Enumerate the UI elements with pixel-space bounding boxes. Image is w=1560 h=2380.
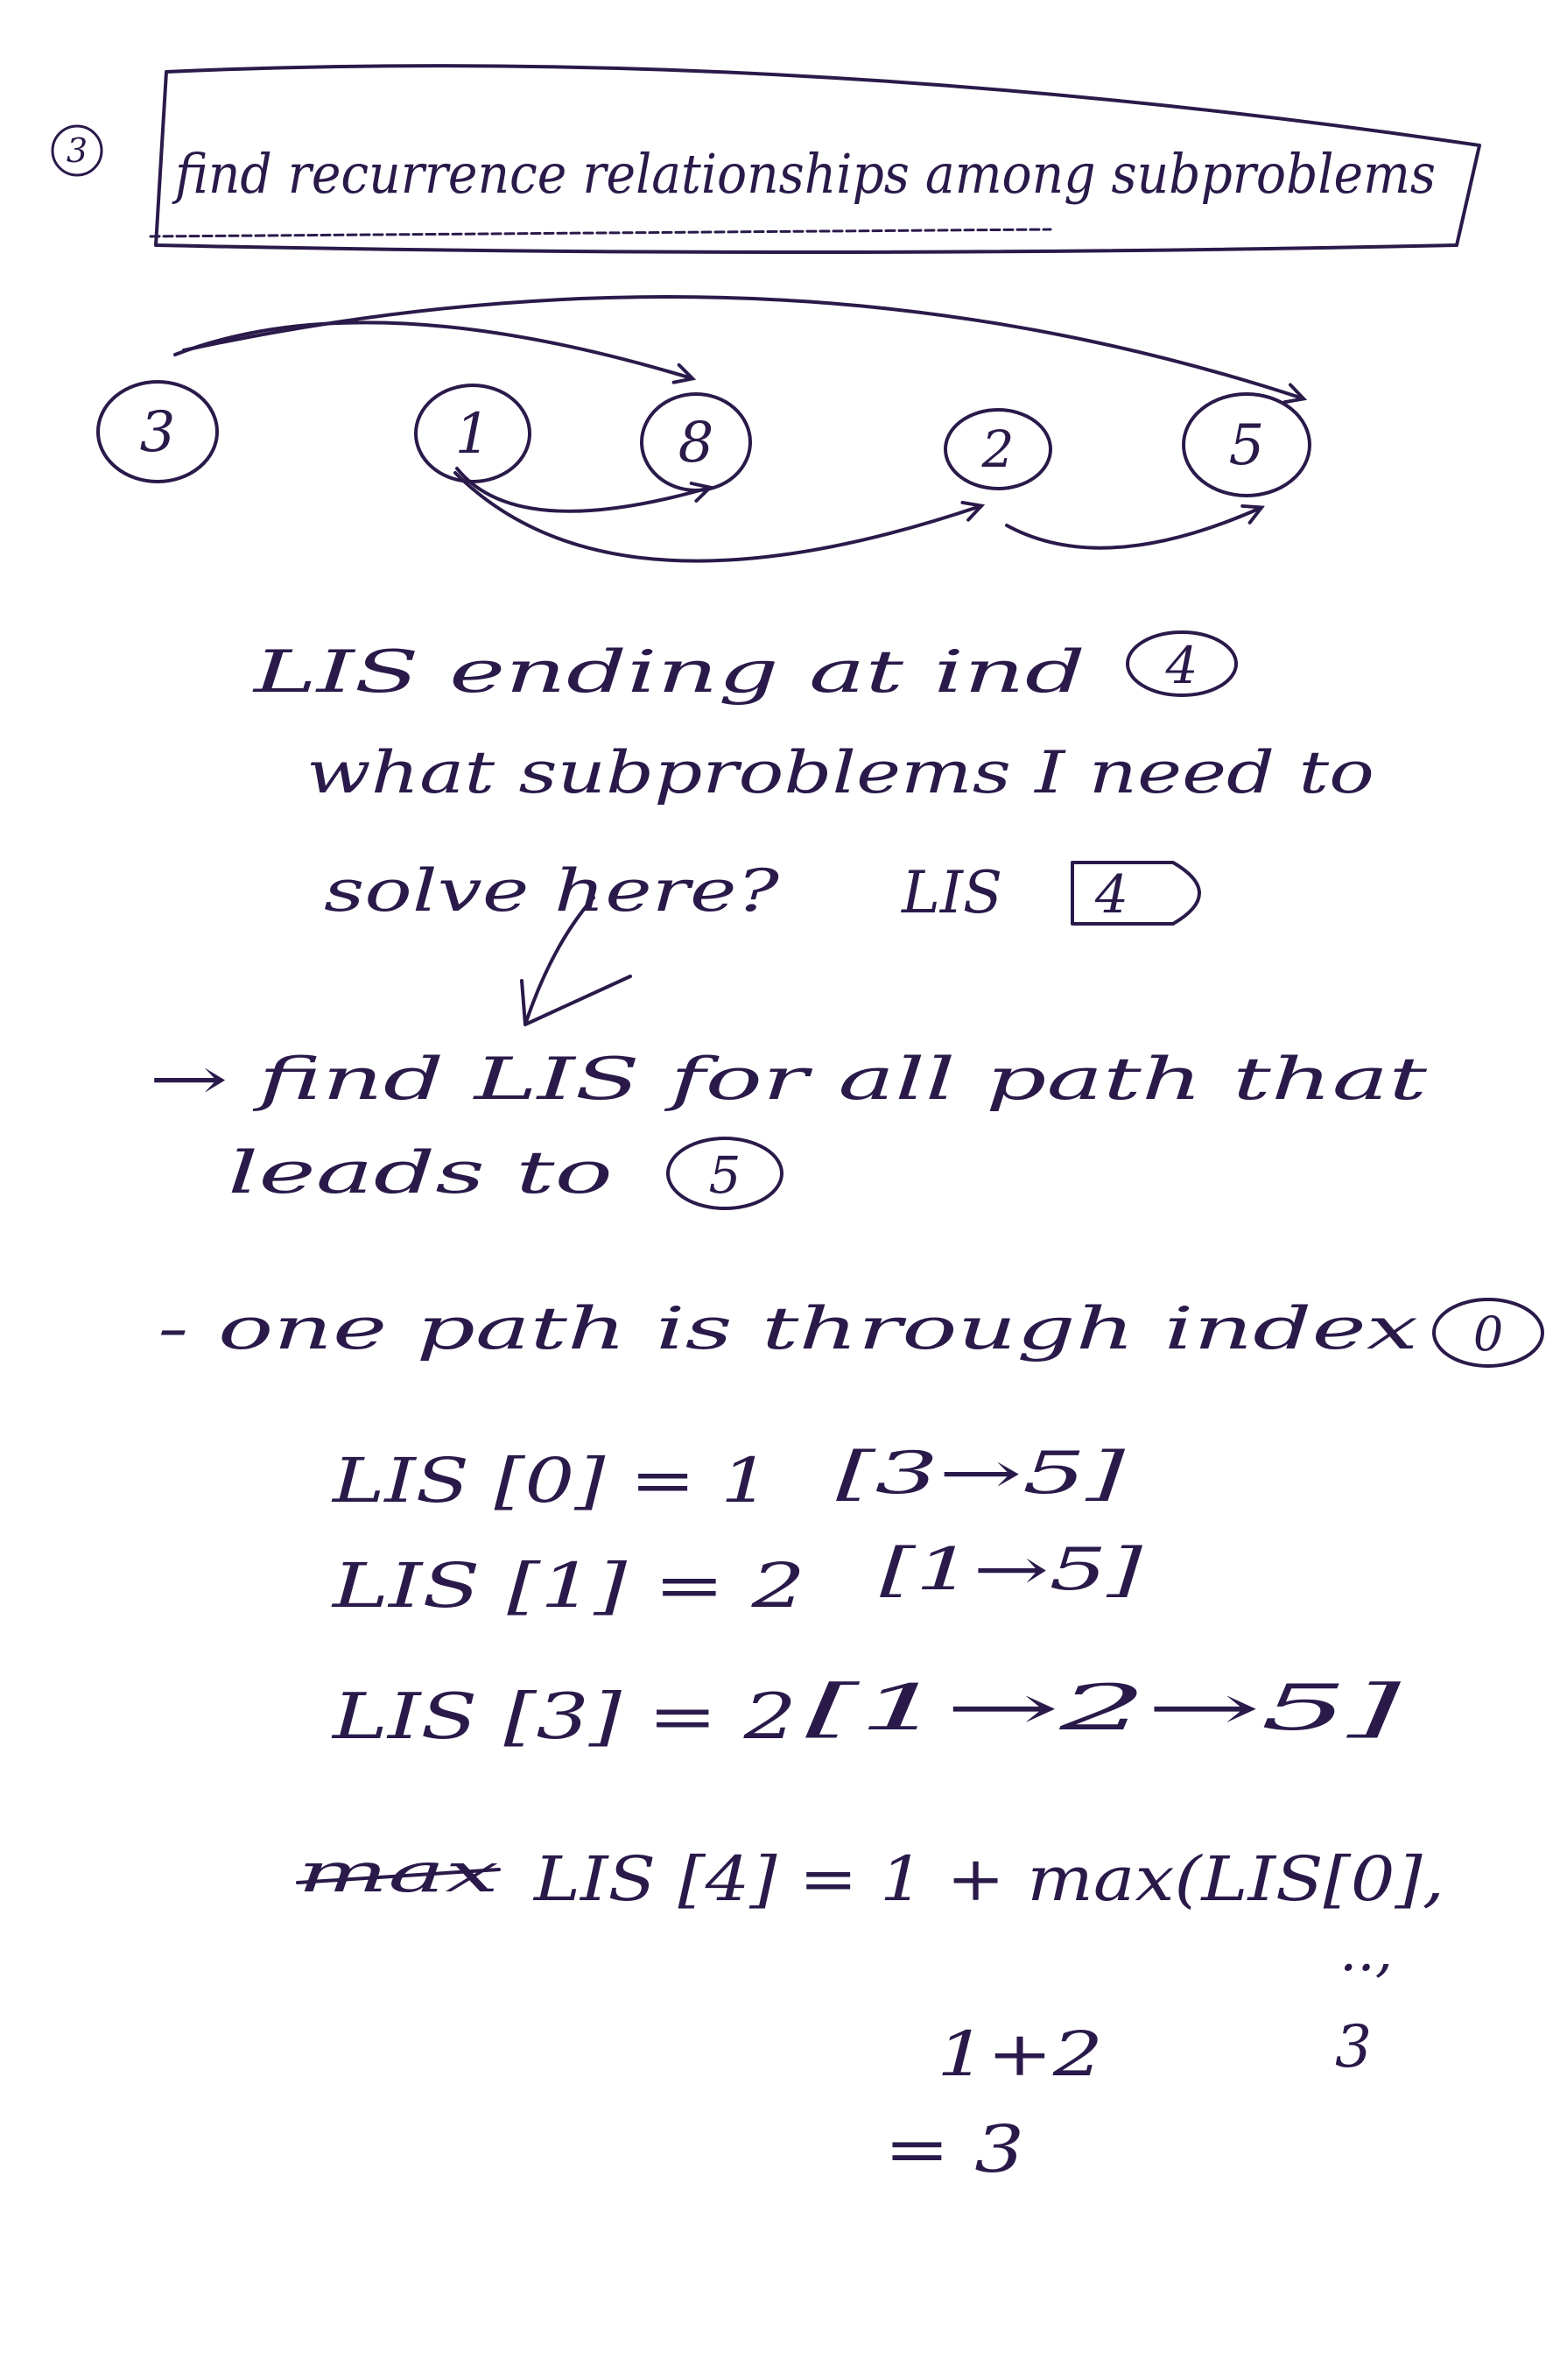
edge-3-to-5 [182, 295, 1303, 398]
node-label-3: 2 [981, 419, 1015, 479]
edge-3-to-8 [173, 320, 692, 378]
note-line-1-index: 4 [1165, 636, 1198, 695]
continuation-value: 3 [1335, 2013, 1372, 2081]
node-circle-0 [96, 380, 219, 483]
note-line-1: LIS ending at ind [252, 638, 1086, 706]
result-sum: 1+2 [937, 2018, 1103, 2090]
node-label-0: 3 [140, 400, 176, 465]
max-strike [296, 1868, 501, 1884]
step-number-circle [51, 124, 103, 177]
max-struck-word: max [298, 1841, 499, 1905]
note-line-4: → find LIS for all path that [149, 1046, 1428, 1113]
node-circle-4 [1182, 392, 1311, 497]
heading-underline [149, 228, 1052, 238]
equation-2-path: [1→2→5] [805, 1671, 1402, 1744]
sequence-diagram [96, 295, 1311, 563]
pointer-arrow [520, 896, 632, 1026]
equation-1-lhs: LIS [1] = 2 [330, 1550, 805, 1622]
node-label-1: 1 [455, 402, 491, 467]
node-label-2: 8 [678, 411, 714, 475]
heading-box [154, 64, 1481, 254]
equation-0-path: [3→5] [836, 1440, 1125, 1507]
note-line-3: solve here? [324, 857, 780, 925]
lis-index-4-box [1071, 861, 1201, 926]
node-circle-1 [414, 384, 531, 483]
note-line-3-lis: LIS [901, 859, 1002, 926]
equation-1-path: [1→5] [880, 1536, 1142, 1603]
heading-text: find recurrence relationships among subp… [172, 142, 1436, 206]
note-line-3-index: 4 [1094, 864, 1128, 926]
index-0-circle [1432, 1298, 1544, 1368]
note-line-2: what subproblems I need to [306, 739, 1374, 806]
equation-2-lhs: LIS [3] = 2 [330, 1679, 797, 1753]
equation-0-lhs: LIS [0] = 1 [330, 1445, 770, 1517]
continuation-dots: .., [1339, 1919, 1393, 1984]
note-line-6: - one path is through index [158, 1295, 1418, 1363]
note-line-5: leads to [228, 1139, 613, 1207]
node-circle-3 [944, 408, 1052, 490]
note-line-5-node: 5 [709, 1145, 741, 1205]
result-equals: = 3 [884, 2112, 1024, 2187]
step-number: 3 [67, 131, 88, 170]
edge-2-to-5 [1005, 508, 1261, 550]
note-line-6-index: 0 [1473, 1306, 1503, 1362]
edge-1-to-2 [453, 471, 980, 563]
node-5-circle [666, 1137, 784, 1210]
max-line-text: LIS [4] = 1 + max(LIS[0], [532, 1843, 1444, 1915]
heading [51, 64, 1481, 254]
edge-1-to-8 [455, 467, 709, 513]
node-label-4: 5 [1229, 413, 1265, 478]
index-4-circle [1126, 630, 1238, 697]
